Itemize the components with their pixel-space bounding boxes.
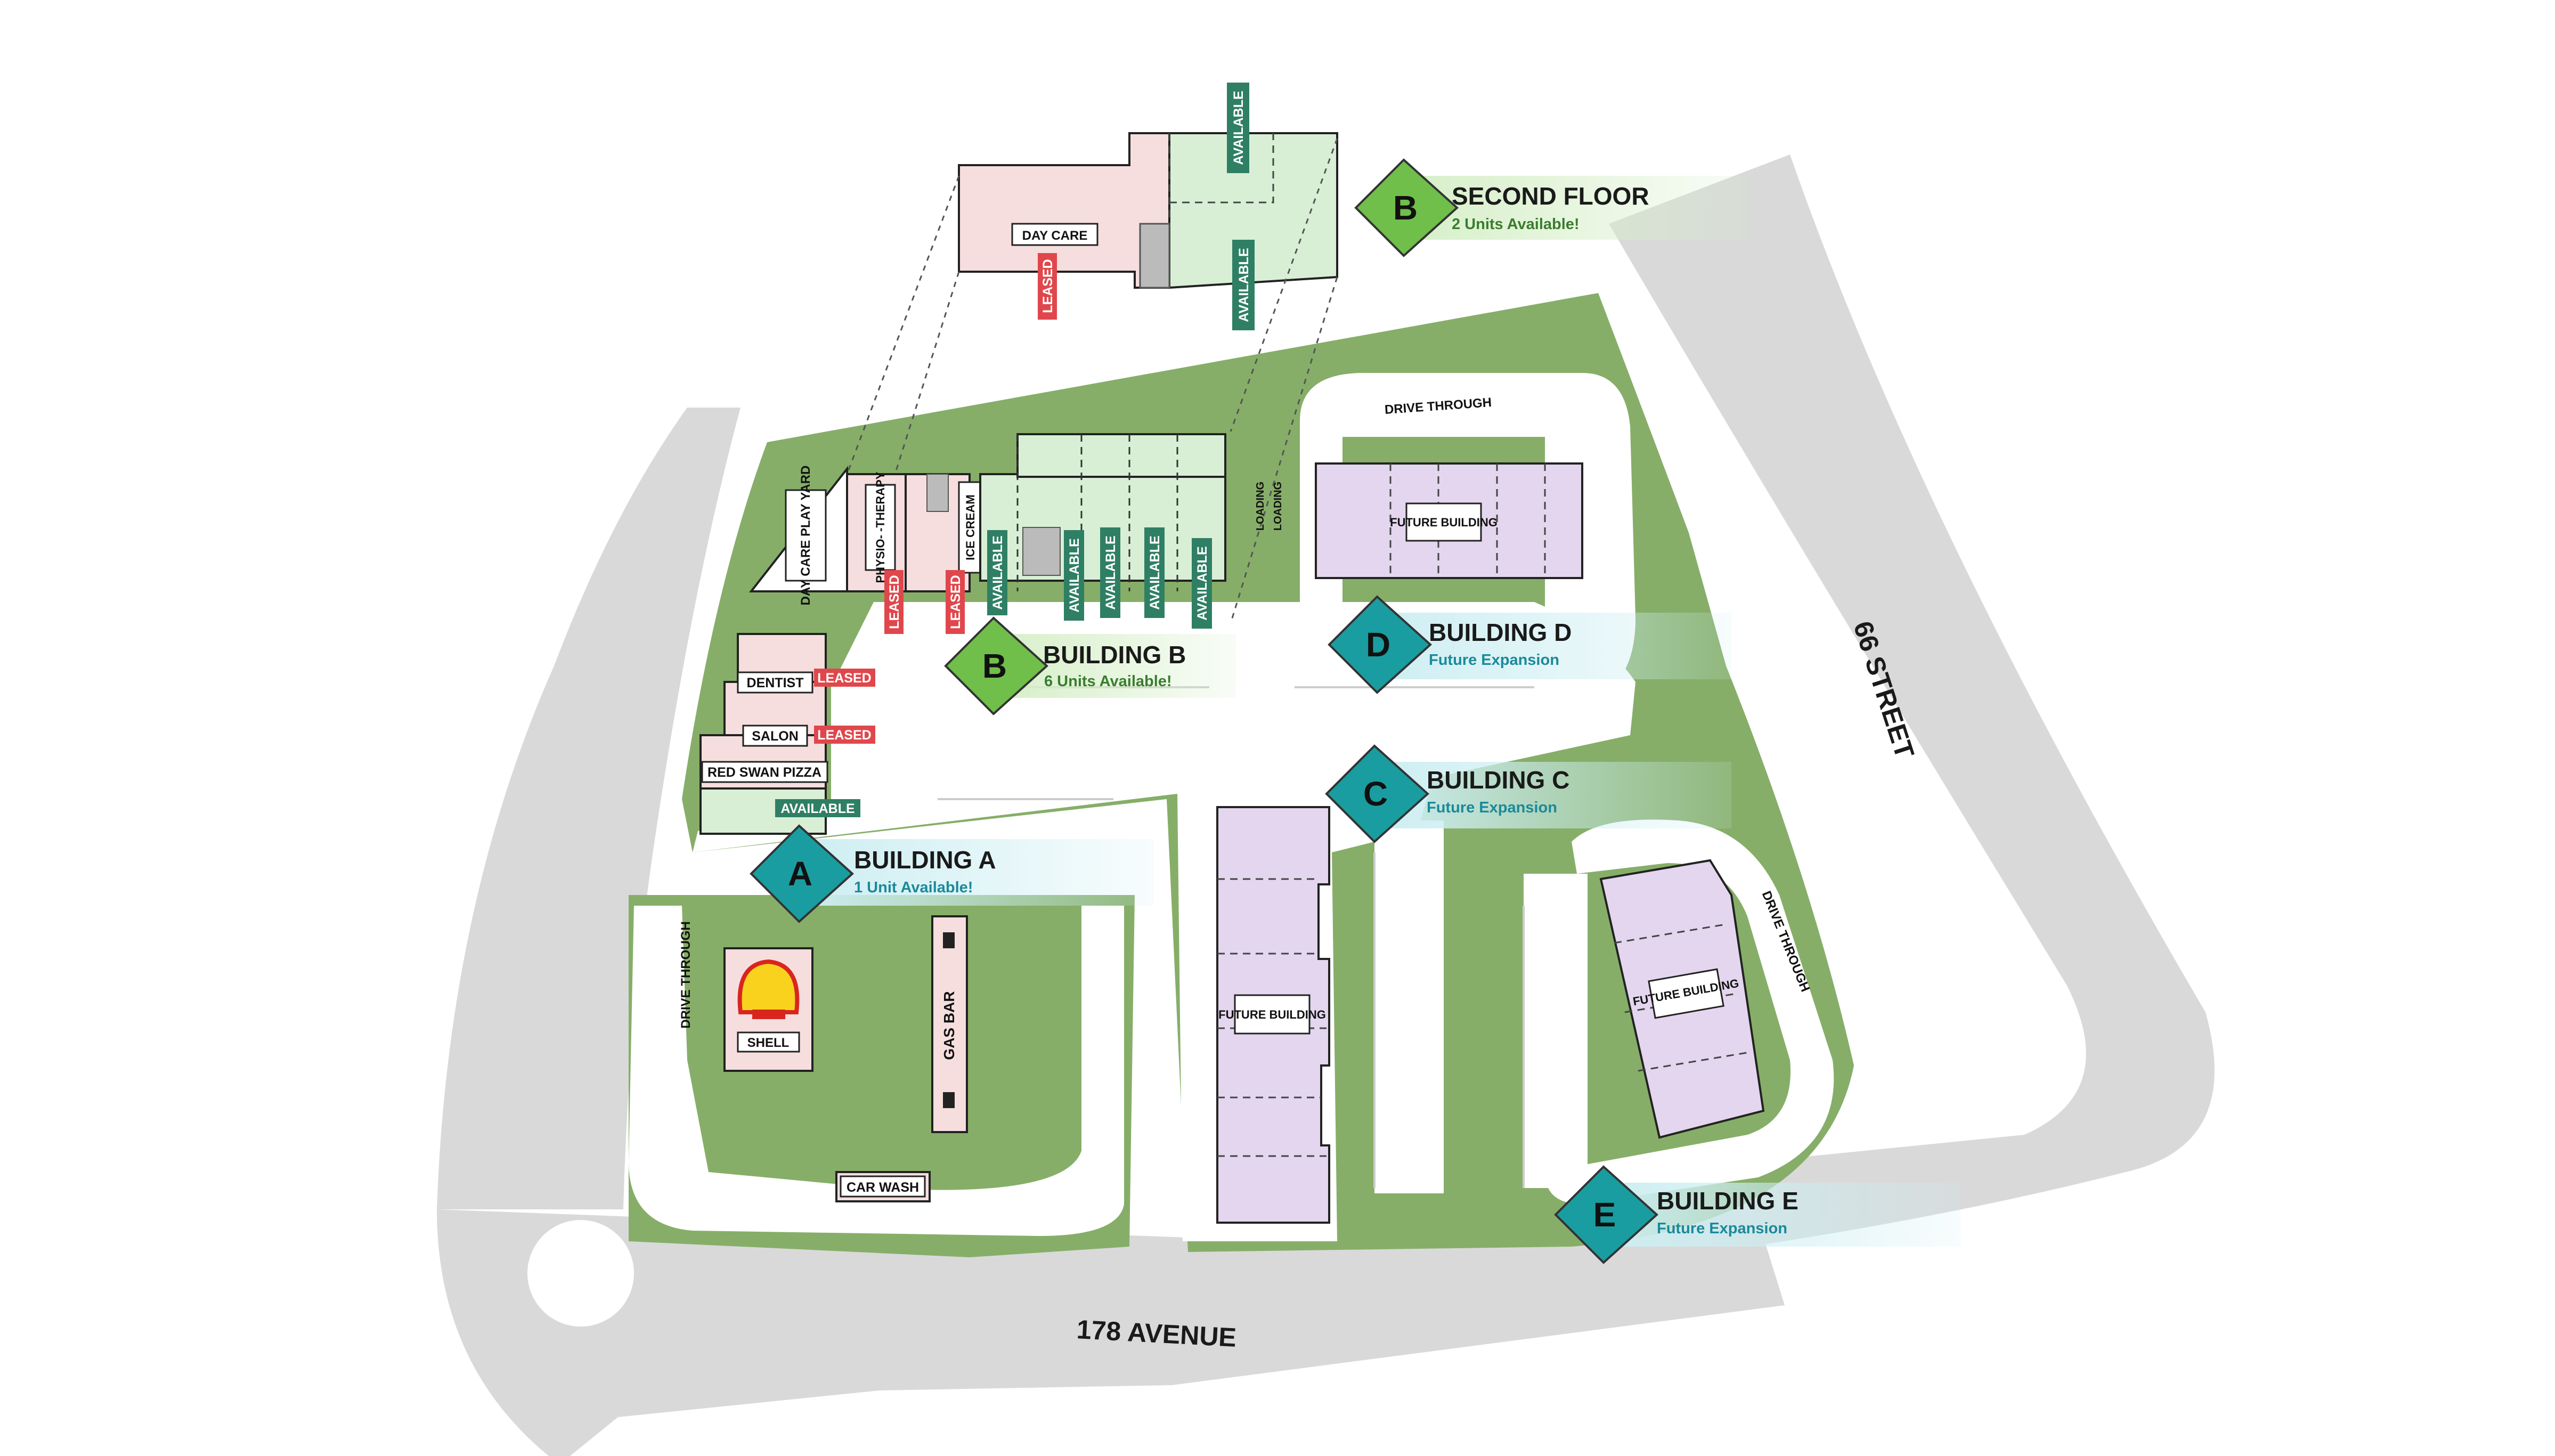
shell-station: SHELL GAS BAR CAR WASH DRIVE THROUGH <box>679 915 968 1202</box>
roundabout <box>527 1220 634 1327</box>
day-care-play-yard-label: DAY CARE PLAY YARD <box>799 466 813 606</box>
badge-second-floor-letter: B <box>1393 189 1418 227</box>
parking-strip-c <box>1374 820 1444 1193</box>
building-c-title: BUILDING C <box>1427 766 1569 794</box>
building-a-title: BUILDING A <box>854 846 996 874</box>
badge-building-a <box>750 824 854 923</box>
day-care-upper-label: DAY CARE <box>1022 229 1088 243</box>
dentist-leased-tag: LEASED <box>817 671 871 686</box>
road-66-street <box>1385 154 2215 1289</box>
badge-building-d-letter: D <box>1366 625 1390 664</box>
badge-building-e-letter: E <box>1593 1195 1616 1234</box>
badge-second-floor <box>1354 158 1459 257</box>
ice-cream-label: ICE CREAM <box>964 494 977 560</box>
second-floor-leased-area <box>958 132 1170 289</box>
second-floor-title: SECOND FLOOR <box>1452 182 1649 210</box>
drive-through-ring-e <box>1545 819 1834 1204</box>
road-west-entrance <box>437 408 741 1209</box>
roads <box>0 154 2215 1456</box>
building-b-title: BUILDING B <box>1043 641 1186 669</box>
parking-lot-south <box>629 906 1124 1236</box>
badge-building-e <box>1554 1165 1658 1264</box>
second-floor-subtitle: 2 Units Available! <box>1452 216 1580 233</box>
loading-label-1: LOADING <box>1255 482 1266 531</box>
physio-label: PHYSIO- -THERAPY <box>874 471 887 583</box>
physio-leased-tag: LEASED <box>887 575 902 629</box>
badge-building-d <box>1328 595 1432 694</box>
dentist-label: DENTIST <box>747 676 804 690</box>
badge-building-b <box>944 616 1048 715</box>
drive-through-label-shell: DRIVE THROUGH <box>679 921 693 1028</box>
building-c-future-label: FUTURE BUILDING <box>1218 1008 1326 1021</box>
callout-building-e: E BUILDING E Future Expansion <box>1554 1165 1960 1264</box>
badge-building-c-letter: C <box>1363 775 1388 813</box>
badge-building-b-letter: B <box>982 647 1007 685</box>
building-d-future: FUTURE BUILDING DRIVE THROUGH <box>1315 395 1583 579</box>
second-floor-available-tag-1: AVAILABLE <box>1231 91 1246 165</box>
callout-building-c: C BUILDING C Future Expansion <box>1325 744 1731 843</box>
building-d-title: BUILDING D <box>1429 619 1572 646</box>
red-swan-pizza-label: RED SWAN PIZZA <box>707 765 821 780</box>
callout-building-a: A BUILDING A 1 Unit Available! <box>750 824 1153 923</box>
callout-building-b: B BUILDING B 6 Units Available! <box>944 616 1236 715</box>
building-b-available-tag-3: AVAILABLE <box>1103 535 1118 609</box>
building-c-subtitle: Future Expansion <box>1427 799 1557 816</box>
callout-building-d: D BUILDING D Future Expansion <box>1328 595 1731 694</box>
second-floor-leased-tag: LEASED <box>1040 259 1055 313</box>
fuel-pump-icon-1 <box>943 932 955 948</box>
callout-second-floor: B SECOND FLOOR 2 Units Available! <box>1354 158 1747 257</box>
building-b-available-tag-2: AVAILABLE <box>1067 538 1082 612</box>
salon-label: SALON <box>752 729 799 744</box>
road-178-avenue <box>0 1209 1785 1456</box>
car-wash-label: CAR WASH <box>847 1180 919 1195</box>
badge-building-a-letter: A <box>788 855 812 893</box>
shell-logo-icon <box>737 959 800 1019</box>
building-b-available-tag-1: AVAILABLE <box>990 535 1005 609</box>
building-b-subtitle: 6 Units Available! <box>1044 673 1172 690</box>
building-e-subtitle: Future Expansion <box>1657 1220 1787 1237</box>
salon-leased-tag: LEASED <box>817 728 871 743</box>
building-b-available-tag-4: AVAILABLE <box>1148 535 1162 609</box>
building-a: DENTIST SALON RED SWAN PIZZA LEASED LEAS… <box>699 633 875 835</box>
building-a-available-tag: AVAILABLE <box>780 801 855 816</box>
badge-building-c <box>1325 744 1429 843</box>
fuel-pump-icon-2 <box>943 1092 955 1108</box>
shell-label: SHELL <box>747 1036 790 1050</box>
building-a-subtitle: 1 Unit Available! <box>854 879 973 896</box>
building-d-subtitle: Future Expansion <box>1429 652 1559 669</box>
building-d-future-label: FUTURE BUILDING <box>1390 516 1498 529</box>
building-b-available-tag-5: AVAILABLE <box>1195 546 1210 620</box>
second-floor-available-tag-2: AVAILABLE <box>1236 248 1251 322</box>
ice-cream-leased-tag: LEASED <box>948 575 963 629</box>
day-care-upper-label-box <box>1011 223 1099 246</box>
gas-bar-label: GAS BAR <box>941 991 957 1060</box>
building-e-title: BUILDING E <box>1657 1187 1799 1215</box>
loading-label-2: LOADING <box>1272 482 1284 531</box>
building-b: DAY CARE PLAY YARD PHYSIO- -THERAPY ICE … <box>748 433 1284 634</box>
second-floor-plan: DAY CARE LEASED AVAILABLE AVAILABLE <box>846 83 1338 624</box>
building-c-future: FUTURE BUILDING <box>1216 806 1330 1224</box>
parking-strip-e <box>1524 874 1588 1188</box>
